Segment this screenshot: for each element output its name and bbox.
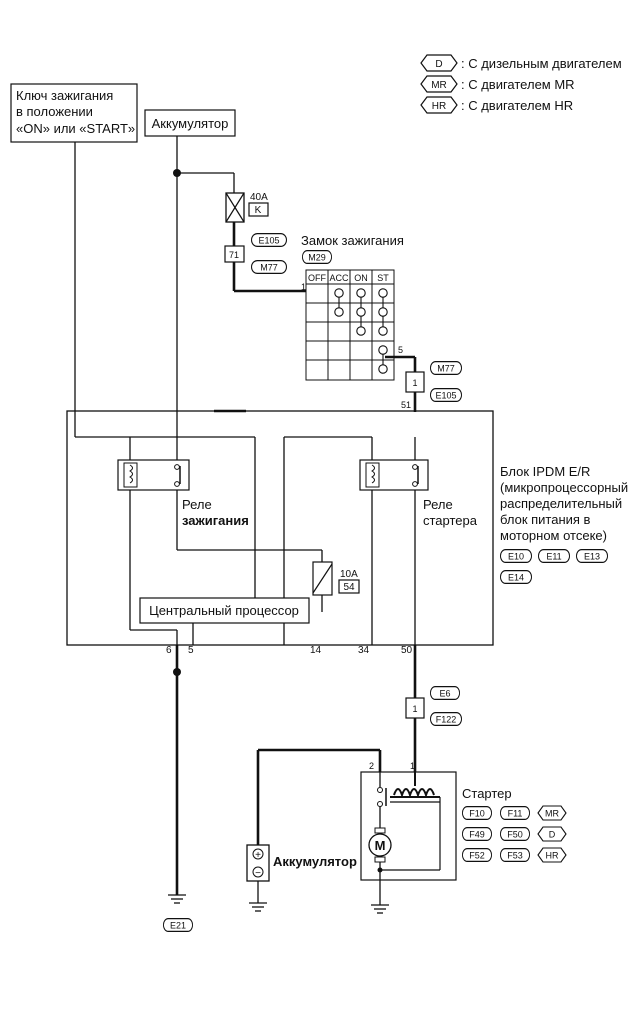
starter-code: F10 (469, 809, 485, 819)
ignition-switch-code: M29 (308, 253, 326, 263)
ipdm-pin: 14 (310, 645, 322, 656)
legend-item-mr: MR : С двигателем MR (420, 75, 575, 93)
thick-wires (175, 222, 417, 895)
ipdm-pin: 5 (188, 645, 194, 656)
switch-column-label: ACC (329, 273, 349, 283)
engine-tag: HR (546, 851, 559, 861)
battery-top-box: Аккумулятор (144, 109, 236, 137)
battery-top-label: Аккумулятор (152, 116, 229, 131)
starter-pin: 1 (410, 761, 415, 771)
switch-column-label: ON (354, 273, 368, 283)
ipdm-block: 51 Реле зажигания Реле стартера (66, 400, 494, 656)
ipdm-title-line: моторном отсеке) (500, 528, 607, 543)
ground-e21: E21 (163, 894, 193, 932)
ignition-relay: Реле зажигания (117, 459, 249, 528)
wires (74, 136, 416, 645)
starter-code: F52 (469, 851, 485, 861)
battery-plus: + (255, 850, 261, 861)
cpu-label: Центральный процессор (149, 603, 299, 618)
fuse-10a: 10A 54 (312, 561, 360, 596)
ground-code: E21 (170, 921, 186, 931)
ipdm-pin: 50 (401, 645, 413, 656)
ignition-key-line: «ON» или «START» (16, 121, 135, 136)
connector-pin: 1 (412, 704, 417, 714)
connector-code: E105 (435, 391, 456, 401)
starter-code: F50 (507, 830, 523, 840)
connector-code: E105 (258, 236, 279, 246)
connector-top: 71 E105 M77 (224, 233, 287, 274)
starter-relay: Реле стартера (359, 459, 478, 528)
switch-pin: 1 (301, 282, 306, 292)
fuse-code: K (255, 205, 262, 216)
ignition-switch-title: Замок зажигания (301, 233, 404, 248)
fuse-code: 54 (343, 582, 355, 593)
relay-label: стартера (423, 513, 478, 528)
battery-bottom-label: Аккумулятор (273, 854, 357, 869)
battery-bottom: + − Аккумулятор (246, 844, 357, 912)
ignition-key-line: Ключ зажигания (16, 88, 113, 103)
connector-code: M77 (437, 364, 455, 374)
fuse-rating: 10A (340, 569, 358, 580)
ipdm-label: Блок IPDM E/R (микропроцессорный распред… (500, 464, 628, 584)
ignition-key-line: в положении (16, 104, 93, 119)
engine-tag: MR (545, 809, 559, 819)
fuse-rating: 40A (250, 192, 268, 203)
ipdm-pin: 34 (358, 645, 370, 656)
ipdm-title-line: распределительный (500, 496, 622, 511)
ipdm-title-line: Блок IPDM E/R (500, 464, 590, 479)
starter-code: F49 (469, 830, 485, 840)
relay-label: Реле (423, 497, 453, 512)
switch-pin: 5 (398, 345, 403, 355)
ipdm-pin: 51 (401, 400, 411, 410)
starter-code: F53 (507, 851, 523, 861)
starter-title: Стартер (462, 786, 512, 801)
ignition-switch: Замок зажигания M29 1 5 OFF ACC ON ST (301, 233, 404, 381)
connector-code: F122 (436, 715, 457, 725)
ignition-key-box: Ключ зажигания в положении «ON» или «STA… (10, 83, 138, 143)
connector-pin: 71 (229, 250, 239, 260)
switch-column-label: ST (377, 273, 389, 283)
relay-label: Реле (182, 497, 212, 512)
legend-code: HR (432, 101, 446, 112)
ipdm-code: E10 (508, 552, 524, 562)
ipdm-title-line: блок питания в (500, 512, 591, 527)
ipdm-title-line: (микропроцессорный (500, 480, 628, 495)
central-processor: Центральный процессор (139, 597, 310, 624)
starter-code: F11 (508, 809, 523, 819)
junction-dot (173, 668, 181, 676)
ipdm-code: E13 (584, 552, 600, 562)
starter: 2 1 M Стартер F10 F11 MR F49 (360, 761, 567, 914)
engine-tag: D (549, 830, 556, 840)
switch-column-label: OFF (308, 273, 326, 283)
connector-pin: 1 (412, 378, 417, 388)
connector-code: E6 (439, 689, 450, 699)
fuse-40a: 40A K (225, 192, 269, 223)
starter-pin: 2 (369, 761, 374, 771)
junction-dot (173, 169, 181, 177)
legend-code: MR (431, 80, 447, 91)
motor-symbol: M (375, 838, 386, 853)
legend: D : С дизельным двигателем MR : С двигат… (420, 54, 622, 114)
ipdm-code: E14 (508, 573, 524, 583)
legend-item-hr: HR : С двигателем HR (420, 96, 573, 114)
legend-text: : С двигателем HR (461, 98, 573, 113)
ipdm-pin: 6 (166, 645, 172, 656)
legend-text: : С дизельным двигателем (461, 56, 622, 71)
battery-minus: − (255, 868, 261, 879)
connector-code: M77 (260, 263, 278, 273)
legend-item-d: D : С дизельным двигателем (420, 54, 622, 72)
ipdm-code: E11 (546, 552, 561, 562)
legend-code: D (435, 59, 442, 70)
relay-label: зажигания (182, 513, 249, 528)
legend-text: : С двигателем MR (461, 77, 575, 92)
connector-mid: 1 M77 E105 (405, 361, 462, 402)
connector-low: 1 E6 F122 (405, 686, 462, 726)
